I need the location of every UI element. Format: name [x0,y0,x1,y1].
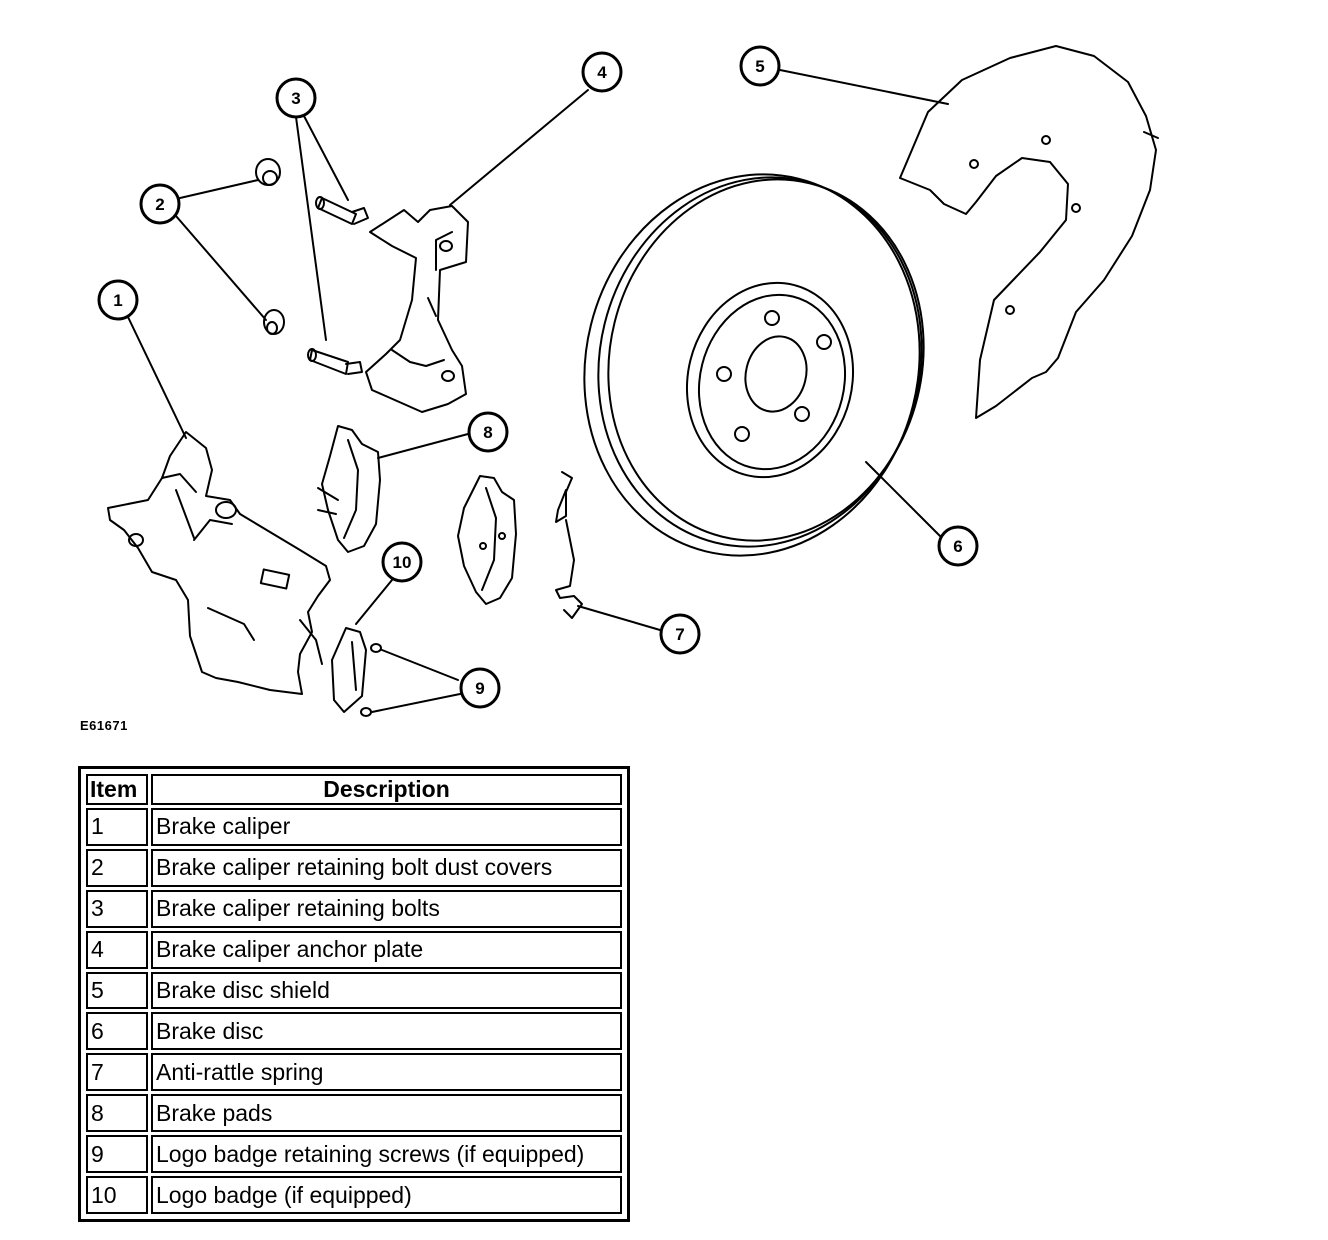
item-number: 3 [86,889,148,928]
item-number: 9 [86,1135,148,1174]
svg-text:3: 3 [291,89,300,108]
brake-assembly-diagram: 1 2 3 4 5 6 7 8 9 10 [97,45,1159,717]
item-description: Brake caliper [151,808,622,846]
item-number: 5 [86,971,148,1010]
item-description: Anti-rattle spring [151,1053,622,1092]
item-description: Logo badge (if equipped) [151,1176,622,1214]
item-description: Brake disc [151,1012,622,1051]
svg-text:5: 5 [755,57,764,76]
svg-text:8: 8 [483,423,492,442]
brake-caliper [107,431,331,695]
callout-1: 1 [97,279,139,321]
callout-5: 5 [739,45,781,87]
leader-lines [127,69,949,713]
anti-rattle-spring [555,471,583,619]
brake-pad-inner [317,425,381,553]
dust-cover-lower [263,309,285,335]
item-column-header: Item [86,774,148,805]
svg-text:6: 6 [953,537,962,556]
item-number: 7 [86,1053,148,1092]
item-number: 10 [86,1176,148,1214]
retaining-bolt-lower [307,348,363,375]
figure-id: E61671 [80,718,128,733]
svg-text:4: 4 [597,63,607,82]
item-number: 4 [86,930,148,969]
callout-6: 6 [937,525,979,567]
item-description: Logo badge retaining screws (if equipped… [151,1135,622,1174]
callout-7: 7 [659,613,701,655]
item-number: 6 [86,1012,148,1051]
svg-text:2: 2 [155,195,164,214]
callout-3: 3 [275,77,317,119]
dust-cover-upper [255,158,281,186]
brake-disc-shield [899,45,1159,419]
svg-text:1: 1 [113,291,122,310]
callout-2: 2 [139,183,181,225]
item-description: Brake disc shield [151,971,622,1010]
callout-10: 10 [381,541,423,583]
svg-text:7: 7 [675,625,684,644]
description-column-header: Description [151,774,622,805]
item-number: 1 [86,808,148,846]
svg-text:9: 9 [475,679,484,698]
item-number: 8 [86,1094,148,1133]
logo-badge-screws [360,643,382,717]
brake-pad-outer [457,475,517,605]
brake-disc [583,173,925,557]
logo-badge [331,627,367,713]
item-description: Brake caliper anchor plate [151,930,622,969]
svg-text:10: 10 [393,553,412,572]
anchor-plate [365,205,469,413]
item-description: Brake caliper retaining bolt dust covers [151,848,622,887]
callout-8: 8 [467,411,509,453]
legend-header-row: Item Description [86,774,622,805]
item-number: 2 [86,848,148,887]
callout-4: 4 [581,51,623,93]
item-description: Brake pads [151,1094,622,1133]
retaining-bolt-upper [315,196,369,225]
item-description: Brake caliper retaining bolts [151,889,622,928]
callout-9: 9 [459,667,501,709]
